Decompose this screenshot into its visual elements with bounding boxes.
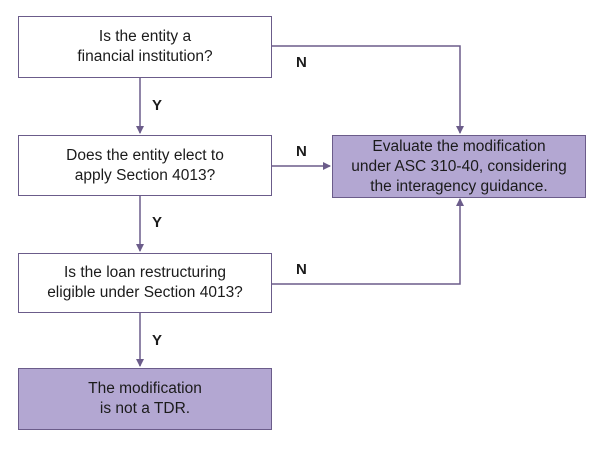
question-financial-institution: Is the entity a financial institution?: [18, 16, 272, 78]
label-yes-q3: Y: [152, 332, 163, 349]
label-yes-q2: Y: [152, 214, 163, 231]
question-eligible-section-4013: Is the loan restructuring eligible under…: [18, 253, 272, 313]
outcome-evaluate-asc-310-40: Evaluate the modification under ASC 310-…: [332, 135, 586, 198]
outcome-not-tdr: The modification is not a TDR.: [18, 368, 272, 430]
label-no-q2: N: [296, 143, 307, 160]
outcome-not-tdr-text: The modification is not a TDR.: [88, 380, 202, 417]
label-no-q3: N: [296, 261, 307, 278]
question-elect-section-4013: Does the entity elect to apply Section 4…: [18, 135, 272, 196]
question-eligible-section-4013-text: Is the loan restructuring eligible under…: [47, 264, 243, 301]
label-yes-q1: Y: [152, 97, 163, 114]
question-elect-section-4013-text: Does the entity elect to apply Section 4…: [66, 146, 224, 184]
label-no-q1: N: [296, 54, 307, 71]
question-financial-institution-text: Is the entity a financial institution?: [77, 28, 213, 65]
outcome-evaluate-asc-310-40-text: Evaluate the modification under ASC 310-…: [351, 137, 567, 195]
